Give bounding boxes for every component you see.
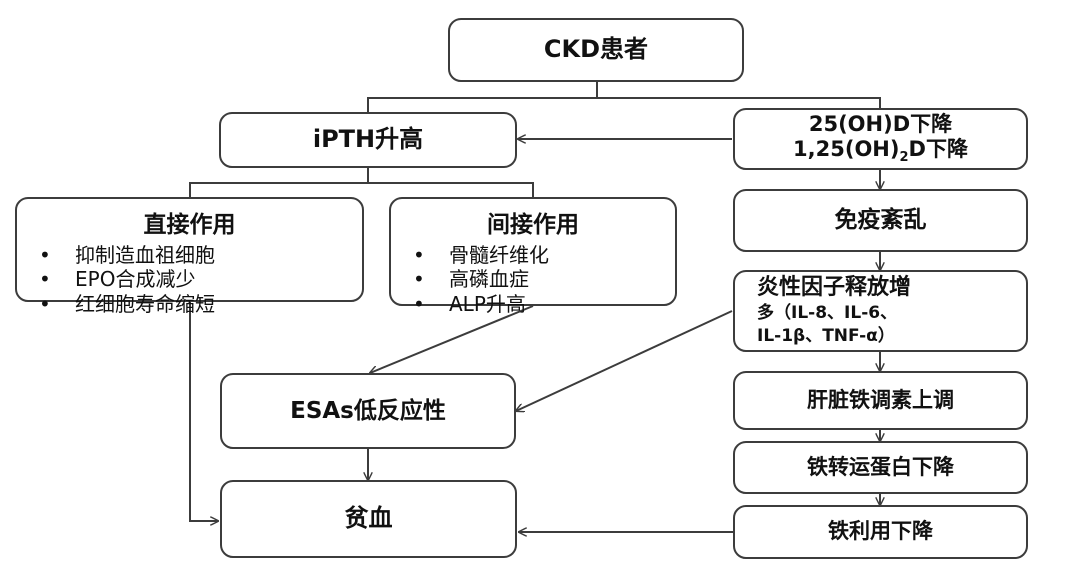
line-ipth-split <box>189 168 534 197</box>
transferrin-label: 铁转运蛋白下降 <box>807 454 954 479</box>
immune-disorder-label: 免疫紊乱 <box>834 207 927 234</box>
hepcidin-label: 肝脏铁调素上调 <box>807 387 954 412</box>
list-item: •EPO合成减少 <box>39 267 196 292</box>
anemia-box: 贫血 <box>220 480 517 558</box>
inflammation-line1: 炎性因子释放增 <box>757 275 912 301</box>
arrow-direct-to-anemia <box>189 302 218 521</box>
arrow-inflammation-to-esa <box>516 310 733 411</box>
indirect-effect-box: 间接作用 •骨髓纤维化 •高磷血症 •ALP升高 <box>389 197 677 316</box>
vitamin-d-line2: 1,25(OH)2D下降 <box>793 137 968 166</box>
anemia-label: 贫血 <box>344 504 393 533</box>
direct-effect-box: 直接作用 •抑制造血祖细胞 •EPO合成减少 •红细胞寿命缩短 <box>15 197 364 316</box>
iron-use-box: 铁利用下降 <box>733 505 1028 559</box>
ipth-label: iPTH升高 <box>312 125 424 154</box>
vitamin-d-box: 25(OH)D下降 1,25(OH)2D下降 <box>733 108 1028 170</box>
transferrin-box: 铁转运蛋白下降 <box>733 441 1028 494</box>
list-item: •ALP升高 <box>413 291 526 316</box>
hepcidin-box: 肝脏铁调素上调 <box>733 371 1028 430</box>
esa-hyporesponse-box: ESAs低反应性 <box>220 373 516 449</box>
inflammation-line3: IL-1β、TNF-α） <box>757 325 895 346</box>
ckd-patient-label: CKD患者 <box>543 35 649 64</box>
direct-effect-title: 直接作用 <box>143 212 236 238</box>
inflammation-box: 炎性因子释放增 多（IL-8、IL-6、 IL-1β、TNF-α） <box>733 270 1028 352</box>
iron-use-label: 铁利用下降 <box>828 519 933 544</box>
line-ckd-split <box>367 82 881 112</box>
vitamin-d-line1: 25(OH)D下降 <box>808 112 953 137</box>
list-item: •红细胞寿命缩短 <box>39 291 215 316</box>
list-item: •抑制造血祖细胞 <box>39 243 215 267</box>
esa-hyporesponse-label: ESAs低反应性 <box>290 397 446 424</box>
list-item: •高磷血症 <box>413 267 529 292</box>
ipth-box: iPTH升高 <box>219 112 517 168</box>
indirect-effect-title: 间接作用 <box>487 212 579 238</box>
indirect-effect-list: •骨髓纤维化 •高磷血症 •ALP升高 <box>391 243 675 316</box>
list-item: •骨髓纤维化 <box>413 243 549 267</box>
immune-disorder-box: 免疫紊乱 <box>733 189 1028 252</box>
inflammation-line2: 多（IL-8、IL-6、 <box>757 302 898 323</box>
arrow-indirect-to-esa <box>370 305 534 373</box>
direct-effect-list: •抑制造血祖细胞 •EPO合成减少 •红细胞寿命缩短 <box>17 243 362 316</box>
ckd-patient-box: CKD患者 <box>448 18 744 82</box>
